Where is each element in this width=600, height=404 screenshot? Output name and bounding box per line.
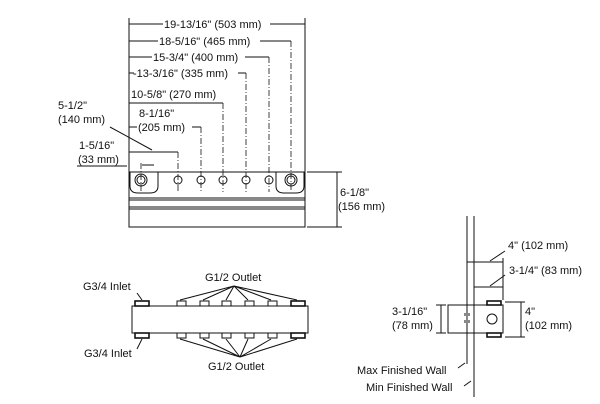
right-height-in: 4" [525,306,535,318]
side-view: 4" (102 mm) 3-1/4" (83 mm) 3-1/16" (78 m… [357,216,582,397]
max-finished-wall-label: Max Finished Wall [357,365,446,377]
dim-465: 18-5/16" (465 mm) [159,36,250,48]
dim-33-mm: (33 mm) [78,154,119,166]
min-finished-wall-label: Min Finished Wall [366,382,452,394]
height-mm: (156 mm) [338,201,385,213]
inlet-label-top: G3/4 Inlet [83,281,131,293]
dim-205-in: 8-1/16" [139,108,174,120]
plan-view: G1/2 Outlet G1/2 Outlet G3/4 Inlet G3/4 … [83,272,309,373]
dim-503: 19-13/16" (503 mm) [164,19,261,31]
outlet-label-top: G1/2 Outlet [205,272,261,284]
dim-140-in: 5-1/2" [58,100,87,112]
left-height-in: 3-1/16" [392,306,427,318]
left-height-mm: (78 mm) [392,320,433,332]
inlet-label-bottom: G3/4 Inlet [84,348,132,360]
dim-335: -13-3/16" (335 mm) [133,68,228,80]
dim-205-mm: (205 mm) [138,122,185,134]
depth-min: 3-1/4" (83 mm) [509,265,582,277]
outlet-label-bottom: G1/2 Outlet [208,361,264,373]
dim-33-in: 1-5/16" [79,140,114,152]
dim-140-mm: (140 mm) [58,114,105,126]
dim-270: 10-5/8" (270 mm) [131,89,216,101]
right-height-mm: (102 mm) [525,320,572,332]
depth-max: 4" (102 mm) [508,240,568,252]
dim-400: 15-3/4" (400 mm) [153,52,238,64]
height-in: 6-1/8" [340,187,369,199]
front-view: 19-13/16" (503 mm) 18-5/16" (465 mm) 15-… [58,18,385,228]
